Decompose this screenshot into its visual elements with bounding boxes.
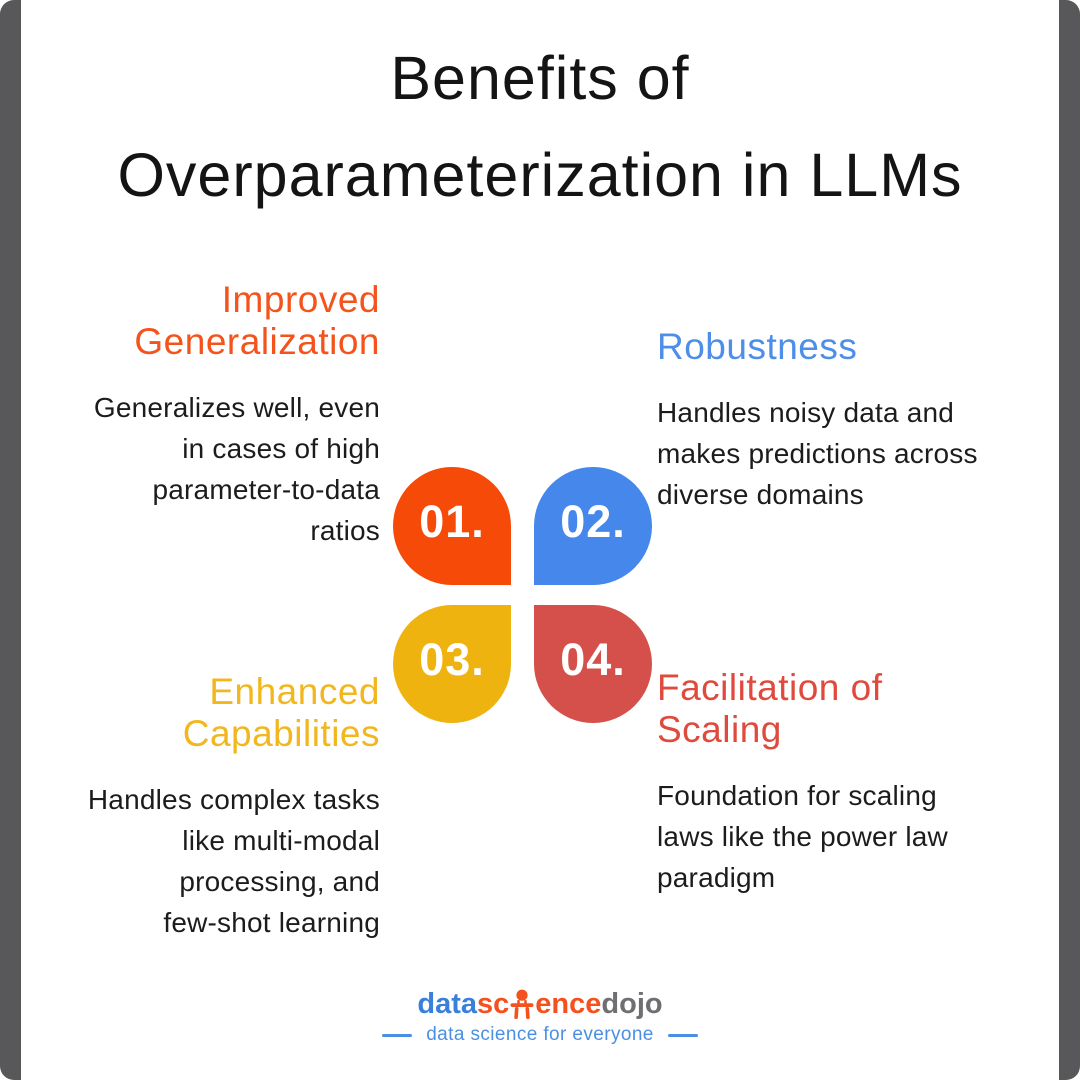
datasciencedojo-logo: data sc ence dojo data scie — [21, 988, 1059, 1046]
section-heading: Enhanced Capabilities — [182, 671, 380, 754]
logo-wordmark: data sc ence dojo — [417, 988, 662, 1021]
petal-02: 02. — [534, 467, 652, 585]
logo-word-data: data — [417, 988, 478, 1020]
section-facilitation-of-scaling: Facilitation of Scaling Foundation for s… — [657, 667, 1037, 898]
logo-tagline-row: data science for everyone — [382, 1024, 698, 1046]
petal-number-04: 04. — [560, 634, 626, 685]
section-improved-generalization: Improved Generalization Generalizes well… — [0, 279, 380, 551]
logo-tagline: data science for everyone — [426, 1024, 654, 1045]
petal-number-03: 03. — [419, 634, 485, 685]
petal-03: 03. — [393, 605, 511, 723]
section-body: Handles complex tasks like multi-modal p… — [87, 784, 380, 938]
logo-word-dojo: dojo — [601, 988, 663, 1020]
tagline-dash-left — [382, 1033, 413, 1037]
petal-04: 04. — [534, 605, 652, 723]
petal-number-02: 02. — [560, 496, 626, 547]
section-body: Foundation for scaling laws like the pow… — [657, 780, 948, 893]
petal-01: 01. — [393, 467, 511, 585]
section-body: Handles noisy data and makes predictions… — [657, 397, 978, 510]
torii-figure-icon — [510, 989, 534, 1020]
section-heading: Facilitation of Scaling — [657, 667, 883, 750]
content-card: Benefits of Overparameterization in LLMs… — [21, 0, 1059, 1080]
tagline-dash-right — [667, 1033, 698, 1037]
petal-number-01: 01. — [419, 496, 485, 547]
section-heading: Improved Generalization — [134, 279, 380, 362]
section-enhanced-capabilities: Enhanced Capabilities Handles complex ta… — [0, 671, 380, 943]
section-heading: Robustness — [657, 326, 858, 367]
logo-word-ence: ence — [535, 988, 602, 1020]
petal-cluster: 01. 02. 03. 04. — [393, 467, 652, 723]
logo-word-sc: sc — [477, 988, 510, 1020]
page-title: Benefits of Overparameterization in LLMs — [117, 44, 963, 209]
section-body: Generalizes well, even in cases of high … — [93, 392, 380, 546]
section-robustness: Robustness Handles noisy data and makes … — [657, 326, 1037, 515]
